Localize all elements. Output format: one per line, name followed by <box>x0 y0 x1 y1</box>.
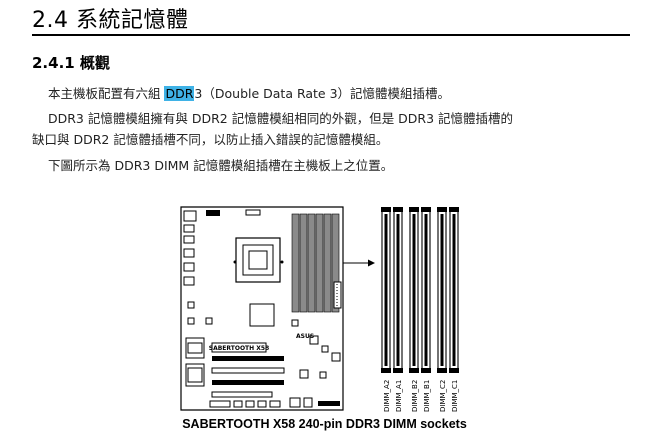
dimm-latch-top <box>449 207 459 212</box>
dimm-slot-channel <box>440 214 444 366</box>
dimm-slot-channel <box>452 214 456 366</box>
dimm-latch-top <box>393 207 403 212</box>
dimm-slot-label: DIMM_A1 <box>395 380 403 412</box>
section-title: 2.4 系統記憶體 <box>32 8 189 33</box>
board-label: SABERTOOTH X58 <box>209 345 269 352</box>
paragraph-3: 下圖所示為 DDR3 DIMM 記憶體模組插槽在主機板上之位置。 <box>48 158 394 173</box>
motherboard-outline: ASUS SABERTOOTH X58 <box>180 206 344 411</box>
dimm-latch-bottom <box>381 368 391 373</box>
subsection-title: 2.4.1 概觀 <box>32 54 110 72</box>
dimm-slot-label: DIMM_A2 <box>383 380 391 412</box>
paragraph-1-tail: 3（Double Data Rate 3）記憶體模組插槽。 <box>194 86 451 101</box>
dimm-slot-label: DIMM_C2 <box>439 380 447 412</box>
paragraph-2-line-2: 缺口與 DDR2 記憶體插槽不同，以防止插入錯誤的記憶體模組。 <box>32 132 389 147</box>
dimm-sockets: DIMM_A2 DIMM_A1 DIMM_B2 DIMM_B1 DIMM_C2 DIMM_… <box>381 207 459 412</box>
dimm-latch-bottom <box>437 368 447 373</box>
highlighted-term: DDR <box>164 86 195 101</box>
dimm-latch-bottom <box>421 368 431 373</box>
dimm-latch-bottom <box>449 368 459 373</box>
paragraph-1: 本主機板配置有六組 DDR3（Double Data Rate 3）記憶體模組插… <box>48 83 450 104</box>
dimm-latch-top <box>421 207 431 212</box>
dimm-latch-top <box>381 207 391 212</box>
dimm-slot-channel <box>424 214 428 366</box>
dimm-latch-top <box>437 207 447 212</box>
dimm-latch-bottom <box>393 368 403 373</box>
dimm-slot-label: DIMM_B1 <box>423 380 431 412</box>
dimm-slot-channel <box>384 214 388 366</box>
dimm-latch-top <box>409 207 419 212</box>
figure-caption: SABERTOOTH X58 240-pin DDR3 DIMM sockets <box>182 417 467 431</box>
dimm-slot-channel <box>396 214 400 366</box>
paragraph-1-lead: 本主機板配置有六組 <box>48 86 165 101</box>
svg-text:ASUS: ASUS <box>296 333 314 340</box>
dimm-latch-bottom <box>409 368 419 373</box>
title-rule <box>32 34 630 36</box>
dimm-slot-channel <box>412 214 416 366</box>
dimm-slot-label: DIMM_B2 <box>411 380 419 412</box>
dimm-slot-label: DIMM_C1 <box>451 380 459 412</box>
paragraph-2-line-1: DDR3 記憶體模組擁有與 DDR2 記憶體模組相同的外觀，但是 DDR3 記憶… <box>48 111 514 126</box>
